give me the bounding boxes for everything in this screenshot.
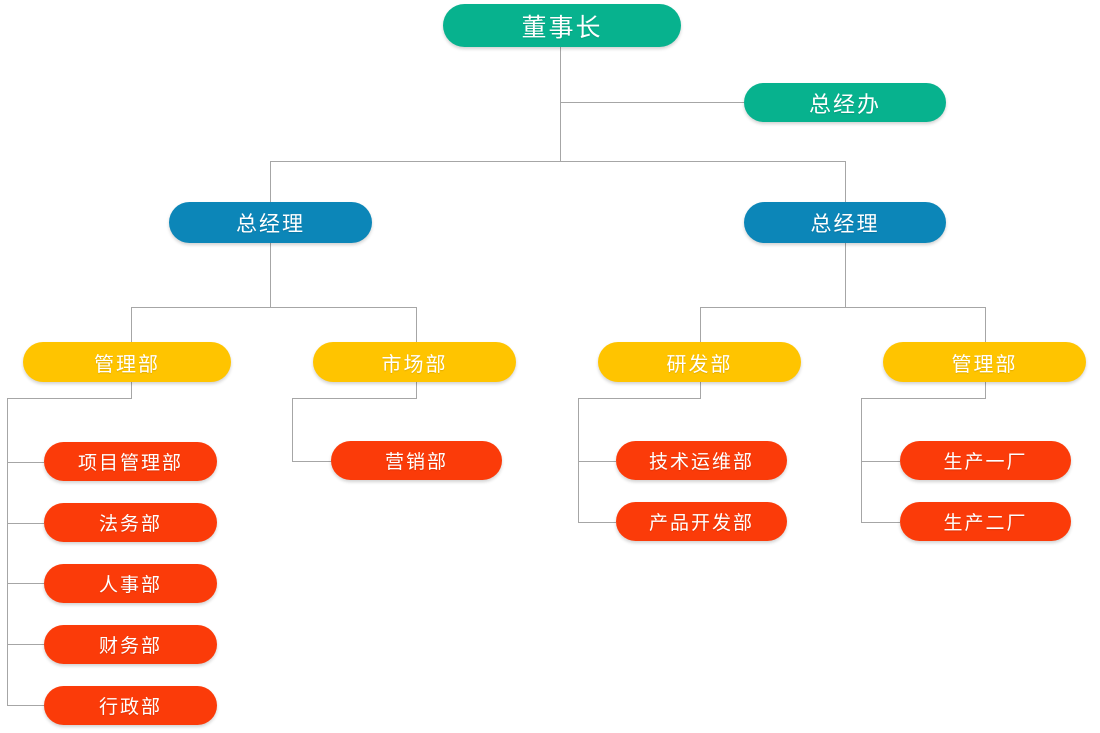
connector-admin-right-spine: [861, 398, 862, 523]
node-sub-project-management[interactable]: 项目管理部: [44, 442, 217, 481]
node-sub-factory-one[interactable]: 生产一厂: [900, 441, 1071, 480]
connector-rd-spine: [578, 398, 579, 523]
node-sub-tech-ops[interactable]: 技术运维部: [616, 441, 787, 480]
connector-admin-left-turn: [7, 398, 132, 399]
connector-admin-left-branch-4: [7, 644, 44, 645]
node-dept-rd[interactable]: 研发部: [598, 342, 801, 382]
connector-gm-split-bar: [270, 161, 846, 162]
node-gm-right[interactable]: 总经理: [744, 202, 946, 243]
connector-market-spine: [292, 398, 293, 462]
node-sub-administration[interactable]: 行政部: [44, 686, 217, 725]
node-sub-factory-two[interactable]: 生产二厂: [900, 502, 1071, 541]
node-chairman[interactable]: 董事长: [443, 4, 681, 47]
node-sub-legal[interactable]: 法务部: [44, 503, 217, 542]
connector-chairman-to-gm-office: [560, 102, 744, 103]
connector-chairman-trunk: [560, 47, 561, 161]
node-sub-hr[interactable]: 人事部: [44, 564, 217, 603]
node-gm-left[interactable]: 总经理: [169, 202, 372, 243]
connector-admin-right-branch-1: [861, 461, 900, 462]
connector-market-turn: [292, 398, 417, 399]
connector-gm-right-trunk: [845, 243, 846, 307]
connector-dept-left-bar: [131, 307, 416, 308]
connector-admin-left-branch-3: [7, 583, 44, 584]
connector-drop-dept-rd: [700, 307, 701, 342]
connector-drop-dept-market: [416, 307, 417, 342]
connector-admin-right-turn: [861, 398, 986, 399]
connector-admin-right-branch-2: [861, 522, 900, 523]
connector-drop-dept-admin-left: [131, 307, 132, 342]
connector-dept-right-bar: [700, 307, 985, 308]
connector-admin-left-spine: [7, 398, 8, 705]
connector-rd-turn: [578, 398, 701, 399]
connector-admin-right-stub: [985, 382, 986, 398]
node-sub-sales[interactable]: 营销部: [331, 441, 502, 480]
connector-rd-branch-1: [578, 461, 616, 462]
connector-rd-stub: [700, 382, 701, 398]
connector-market-stub: [416, 382, 417, 398]
connector-admin-left-branch-1: [7, 462, 44, 463]
node-sub-finance[interactable]: 财务部: [44, 625, 217, 664]
connector-gm-left-trunk: [270, 243, 271, 307]
connector-drop-gm-left: [270, 161, 271, 202]
node-dept-market[interactable]: 市场部: [313, 342, 516, 382]
connector-admin-left-stub: [131, 382, 132, 398]
connector-drop-gm-right: [845, 161, 846, 202]
node-dept-admin-left[interactable]: 管理部: [23, 342, 231, 382]
connector-market-branch-1: [292, 461, 332, 462]
node-dept-admin-right[interactable]: 管理部: [883, 342, 1086, 382]
connector-rd-branch-2: [578, 522, 616, 523]
connector-admin-left-branch-2: [7, 523, 44, 524]
connector-drop-dept-admin-right: [985, 307, 986, 342]
node-sub-product-development[interactable]: 产品开发部: [616, 502, 787, 541]
connector-admin-left-branch-5: [7, 705, 44, 706]
node-gm-office[interactable]: 总经办: [744, 83, 946, 122]
